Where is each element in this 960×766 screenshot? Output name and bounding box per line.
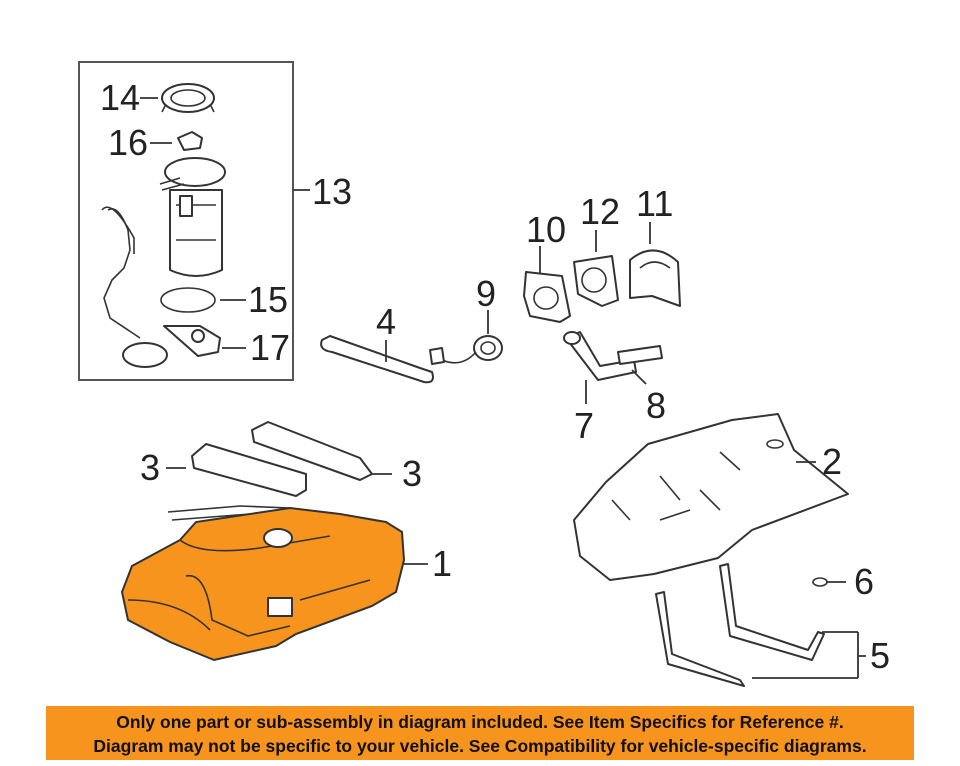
part-2-skid-plate <box>573 413 849 581</box>
callout-3-right: 3 <box>402 453 422 494</box>
fuel-pump-module <box>101 157 226 368</box>
callout-3-left: 3 <box>140 447 160 488</box>
part-8-hose <box>617 345 663 365</box>
callout-7: 7 <box>574 405 594 446</box>
part-4-shield <box>320 335 434 384</box>
callout-17: 17 <box>250 327 290 368</box>
callout-2: 2 <box>822 441 842 482</box>
callout-13: 13 <box>312 171 352 212</box>
part-14-lock-ring <box>161 83 215 113</box>
pump-module-inset-frame <box>78 61 294 381</box>
part-6-clip <box>812 577 828 587</box>
disclaimer-line-2: Diagram may not be specific to your vehi… <box>93 736 867 756</box>
callout-6: 6 <box>854 561 874 602</box>
leader-lines <box>140 97 866 679</box>
part-17-bracket <box>163 325 221 357</box>
callout-1: 1 <box>432 543 452 584</box>
part-10-housing <box>523 271 571 323</box>
part-11-shield <box>629 249 681 307</box>
callout-5: 5 <box>870 635 890 676</box>
callout-9: 9 <box>476 273 496 314</box>
callout-14: 14 <box>100 77 140 118</box>
part-12-bezel <box>573 255 619 307</box>
disclaimer-banner: Only one part or sub-assembly in diagram… <box>46 706 914 760</box>
part-3-strap-left <box>191 443 307 497</box>
callout-11: 11 <box>636 183 673 224</box>
callout-4: 4 <box>376 301 396 342</box>
part-1-fuel-tank <box>120 505 406 662</box>
disclaimer-line-1: Only one part or sub-assembly in diagram… <box>116 712 844 732</box>
callout-10: 10 <box>526 209 566 250</box>
callout-8: 8 <box>646 385 666 426</box>
callout-12: 12 <box>580 191 620 232</box>
fuel-system-diagram: 14 16 13 15 17 4 9 10 12 11 7 8 2 3 3 1 … <box>78 61 890 687</box>
part-5-tank-straps <box>655 563 825 687</box>
part-15-o-ring <box>160 287 216 313</box>
part-16-clip <box>177 131 203 151</box>
callout-15: 15 <box>248 279 288 320</box>
callout-16: 16 <box>108 122 148 163</box>
part-9-filler-cap <box>429 335 503 365</box>
